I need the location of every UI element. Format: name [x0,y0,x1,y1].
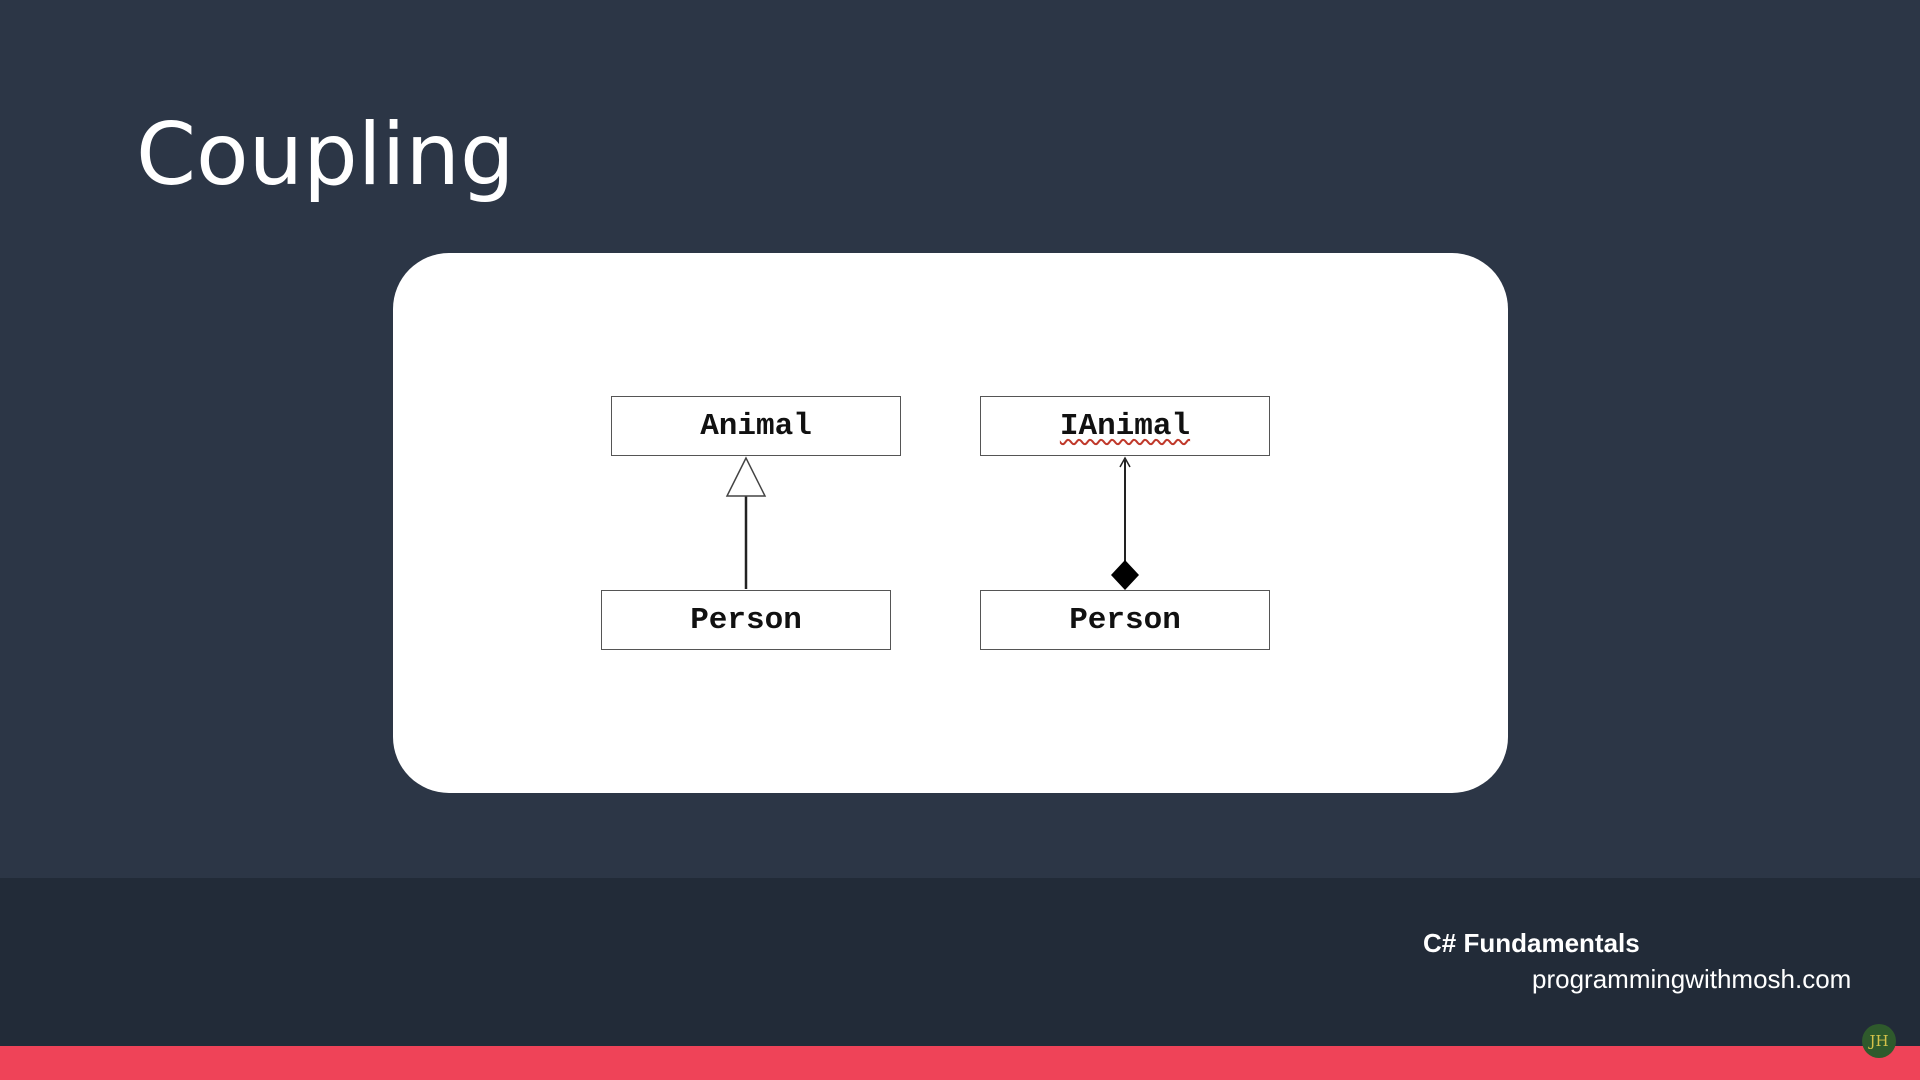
person-class-label-left: Person [690,602,802,638]
animal-class-box: Animal [611,396,901,456]
slide-title: Coupling [136,105,515,205]
animal-class-label: Animal [700,408,812,444]
accent-bar [0,1046,1920,1080]
person-class-label-right: Person [1069,602,1181,638]
course-name: C# Fundamentals [1423,928,1640,958]
person-class-box-right: Person [980,590,1270,650]
ianimal-interface-label: IAnimal [1059,408,1191,444]
site-url: programmingwithmosh.com [1532,964,1852,994]
watermark-text: JH [1869,1032,1889,1050]
watermark-logo: JH [1862,1024,1896,1058]
diagram-panel [393,253,1508,793]
person-class-box-left: Person [601,590,891,650]
ianimal-interface-box: IAnimal [980,396,1270,456]
footer-band [0,878,1920,1046]
